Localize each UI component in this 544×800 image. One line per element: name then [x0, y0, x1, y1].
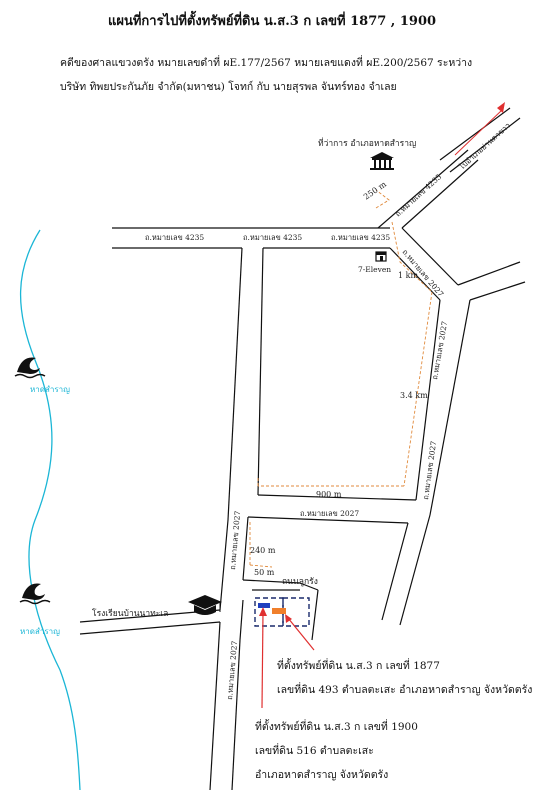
- road-label-4235-b: ถ.หมายเลข 4235: [243, 233, 302, 242]
- graduation-cap-icon: [188, 595, 222, 615]
- beach-label-bottom: หาดสำราญ: [20, 627, 60, 636]
- distance-50m: 50 m: [254, 568, 275, 577]
- school-label: โรงเรียนบ้านนาทะเล: [92, 608, 168, 619]
- road-label-2027-right-a: ถ.หมายเลข 2027: [430, 320, 449, 380]
- temple-icon: [370, 152, 394, 170]
- store-icon: [375, 251, 387, 262]
- beach-label-top: หาดสำราญ: [30, 385, 70, 394]
- district-office-label: ที่ว่าการ อำเภอหาดสำราญ: [318, 137, 416, 149]
- coastline: [19, 229, 81, 791]
- map-title: แผนที่การไปที่ตั้งทรัพย์ที่ดิน น.ส.3 ก เ…: [107, 14, 437, 29]
- plot-1900-detail: เลขที่ดิน 516 ตำบลตะเสะ: [255, 745, 374, 757]
- plot-1877-boundary: [282, 597, 310, 627]
- plot-1877-detail: เลขที่ดิน 493 ตำบลตะเสะ อำเภอหาดสำราญ จั…: [277, 684, 533, 696]
- distance-900m: 900 m: [316, 490, 342, 499]
- plot-1877-title: ที่ตั้งทรัพย์ที่ดิน น.ส.3 ก เลขที่ 1877: [277, 660, 440, 672]
- road-label-4235-c: ถ.หมายเลข 4235: [331, 233, 390, 242]
- route-arrow-line: [454, 109, 503, 156]
- distance-250m: 250 m: [362, 179, 388, 201]
- road-label-2027-mid: ถ.หมายเลข 2027: [300, 509, 359, 518]
- wave-icon: [19, 583, 51, 605]
- plot-1900-district: อำเภอหาดสำราญ จังหวัดตรัง: [255, 769, 389, 781]
- pointer-1900: [261, 611, 264, 709]
- seven-eleven-label: 7-Eleven: [358, 265, 391, 274]
- pointer-1900-head: [259, 607, 267, 616]
- case-number-line: คดีของศาลแขวงตรัง หมายเลขดำที่ ผE.177/25…: [60, 57, 473, 69]
- route-path: [249, 189, 433, 568]
- pointer-1877-head: [285, 614, 292, 623]
- road-label-2027-right-b: ถ.หมายเลข 2027: [421, 440, 438, 500]
- plot-1900-marker: [258, 603, 270, 608]
- road-label-to-yan-ta-khao: ไปอำเภอย่านตาขาว: [457, 121, 513, 172]
- road-label-4235-a: ถ.หมายเลข 4235: [145, 233, 204, 242]
- plot-1900-title: ที่ตั้งทรัพย์ที่ดิน น.ส.3 ก เลขที่ 1900: [255, 721, 418, 733]
- road-network: [79, 107, 526, 791]
- village-road-label: ถนนลูกรัง: [282, 577, 318, 587]
- road-label-4235-diag: ถ.หมายเลข 4235: [393, 172, 443, 218]
- distance-1km: 1 km: [398, 271, 418, 280]
- distance-3-4km: 3.4 km: [400, 391, 428, 400]
- plot-1877-marker: [272, 608, 286, 614]
- arrow-icon: [497, 102, 505, 113]
- parties-line: บริษัท ทิพยประกันภัย จำกัด(มหาชน) โจทก์ …: [60, 81, 397, 93]
- pointer-1877: [287, 617, 315, 651]
- wave-icon: [14, 357, 46, 379]
- road-label-2027-left-a: ถ.หมายเลข 2027: [228, 510, 242, 570]
- distance-240m: 240 m: [250, 546, 276, 555]
